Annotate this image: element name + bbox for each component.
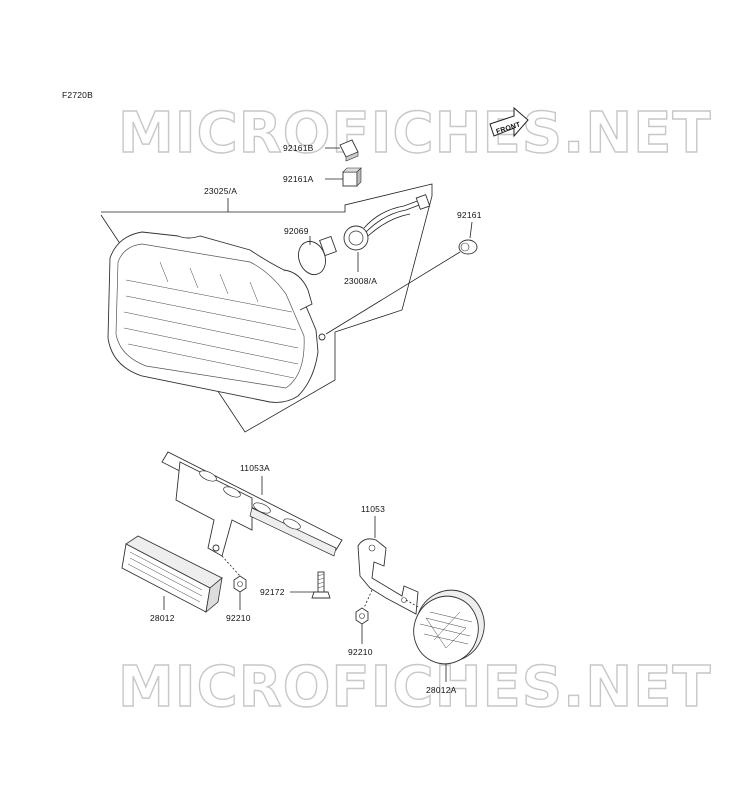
label-23008a: 23008/A <box>344 276 377 286</box>
watermark-top: MICROFICHES.NET <box>118 101 712 166</box>
part-92161b-icon <box>339 139 359 162</box>
reflector-28012 <box>121 535 223 613</box>
label-11053: 11053 <box>361 504 385 514</box>
bracket-11053 <box>357 538 419 615</box>
label-92161a: 92161A <box>283 174 314 184</box>
label-92210-right: 92210 <box>348 647 373 657</box>
label-11053a: 11053A <box>240 463 270 473</box>
bulb-92069-icon <box>298 235 337 276</box>
label-92210-left: 92210 <box>226 613 251 623</box>
reflector-28012a <box>413 589 485 665</box>
headlight-housing <box>107 231 326 403</box>
label-92172: 92172 <box>260 587 285 597</box>
watermark-bottom: MICROFICHES.NET <box>118 655 712 720</box>
label-28012: 28012 <box>150 613 175 623</box>
label-92161b: 92161B <box>283 143 314 153</box>
bolt-92172-icon <box>311 571 331 599</box>
label-28012a: 28012A <box>426 685 457 695</box>
nut-92210-left-icon <box>233 575 247 593</box>
nut-92210-right-icon <box>355 607 369 625</box>
part-92161a-icon <box>342 167 362 187</box>
label-92069: 92069 <box>284 226 309 236</box>
front-arrow-icon: FRONT <box>489 106 529 138</box>
figure-code: F2720B <box>62 90 93 100</box>
bracket-11053a <box>161 451 343 557</box>
label-23025a: 23025/A <box>204 186 237 196</box>
grommet-92161-icon <box>458 239 478 255</box>
assembly-outline <box>100 183 433 433</box>
socket-23008a-icon <box>343 194 431 251</box>
label-92161: 92161 <box>457 210 482 220</box>
